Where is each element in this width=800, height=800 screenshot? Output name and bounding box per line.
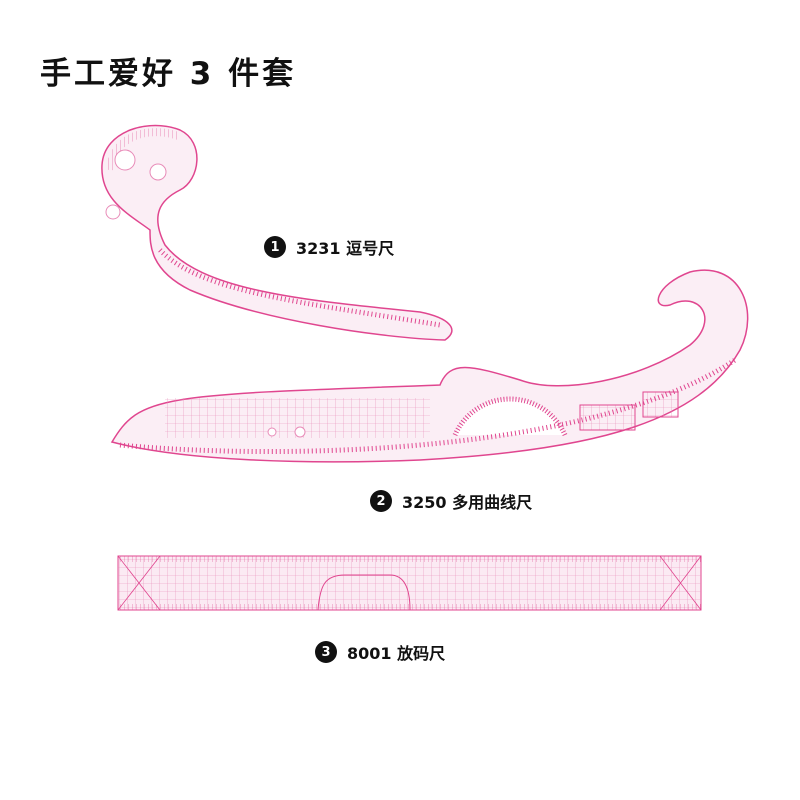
grading-ruler-8001 <box>117 555 702 611</box>
item-name: 8001 放码尺 <box>347 644 446 663</box>
item-name: 3231 逗号尺 <box>296 239 395 258</box>
item-name: 3250 多用曲线尺 <box>402 493 533 512</box>
page-title: 手工爱好 3 件套 <box>40 56 297 92</box>
number-badge: 2 <box>370 490 392 512</box>
number-badge: 1 <box>264 236 286 258</box>
item-label-3: 3 8001 放码尺 <box>315 640 445 664</box>
item-label-1: 1 3231 逗号尺 <box>264 235 394 259</box>
item-label-2: 2 3250 多用曲线尺 <box>370 489 532 513</box>
french-curve-ruler-3231 <box>101 124 453 341</box>
number-badge: 3 <box>315 641 337 663</box>
multi-curve-ruler-3250 <box>110 269 749 463</box>
